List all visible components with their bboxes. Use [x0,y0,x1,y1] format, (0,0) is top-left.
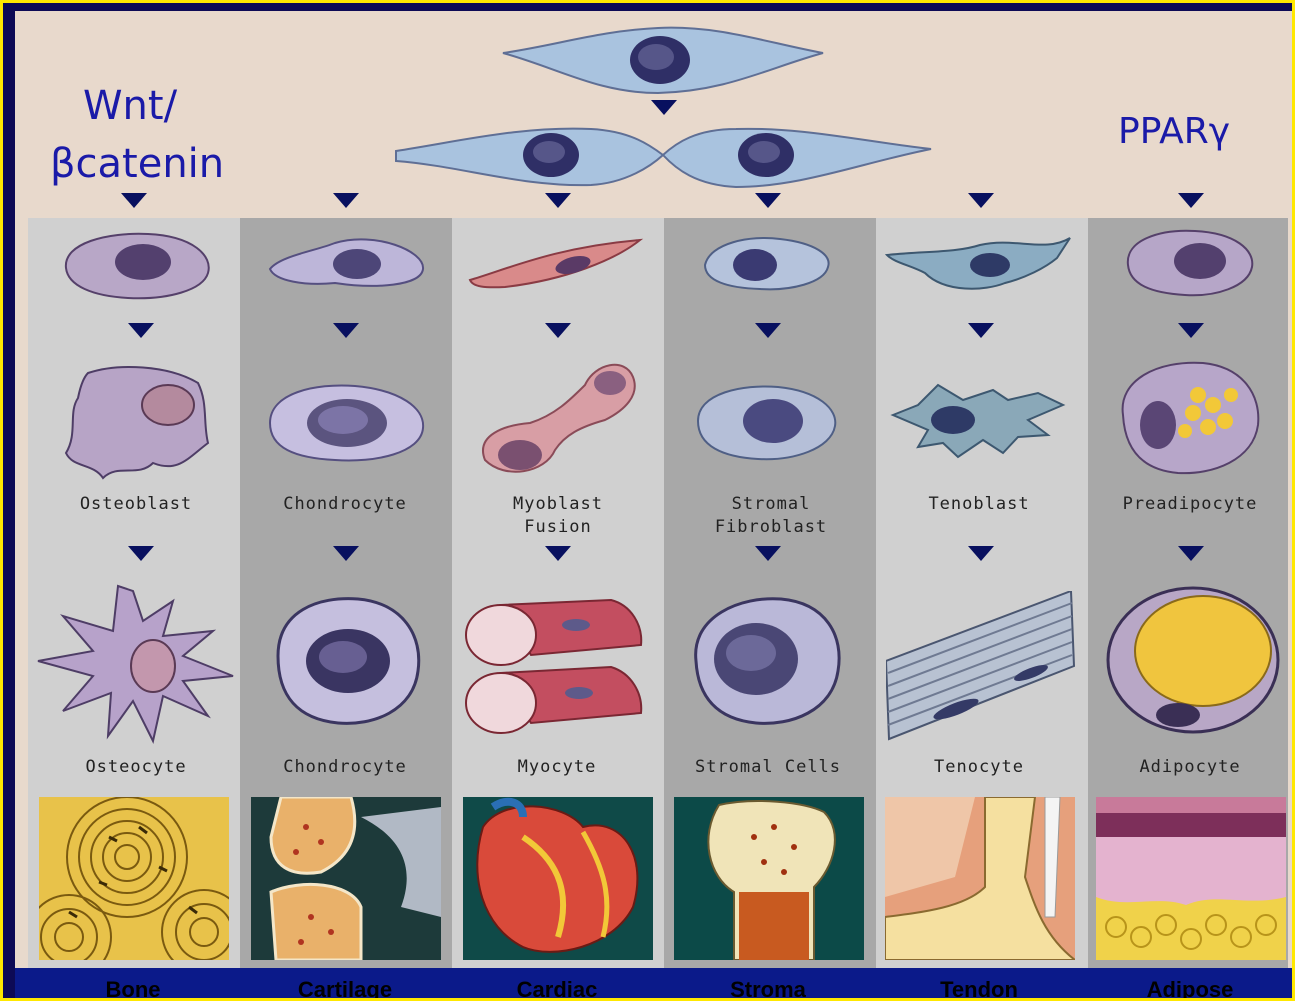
bone-tissue-image [39,797,229,960]
arrow-adipose-3 [1178,546,1204,561]
beta-catenin-label: βcatenin [50,141,224,187]
cell-cartilage-early [265,231,430,291]
label-stromal-fibroblast: Stromal Fibroblast [691,493,851,539]
arrow-cartilage-2 [333,323,359,338]
cartilage-tissue-image [251,797,441,960]
cell-cardiac-early [465,235,645,290]
tenoblast-cell [888,375,1068,465]
osteocyte-cell [33,581,238,746]
label-myocyte: Myocyte [457,756,657,779]
ppar-gamma-label: PPARγ [1118,111,1230,152]
arrow-bone-2 [128,323,154,338]
stromal-cell [686,591,846,731]
label-osteoblast: Osteoblast [36,493,236,516]
top-frame [15,3,1292,11]
arrow-cardiac-3 [545,546,571,561]
dividing-cells [391,121,936,191]
arrow-tendon-2 [968,323,994,338]
label-adipocyte: Adipocyte [1090,756,1290,779]
label-bone: Bone [33,977,233,1001]
arrow-adipose-1 [1178,193,1204,208]
arrow-stem-division [651,100,677,115]
arrow-bone-3 [128,546,154,561]
arrow-bone-1 [121,193,147,208]
label-adipose: Adipose [1090,977,1290,1001]
tenocyte-cell [886,591,1076,741]
arrow-tendon-1 [968,193,994,208]
arrow-cardiac-1 [545,193,571,208]
label-preadipocyte: Preadipocyte [1090,493,1290,516]
label-cartilage: Cartilage [245,977,445,1001]
label-tenocyte: Tenocyte [879,756,1079,779]
adipocyte-cell [1103,585,1283,735]
label-stroma: Stroma [668,977,868,1001]
cell-tendon-early [885,233,1075,298]
label-tenoblast: Tenoblast [879,493,1079,516]
stem-cell [498,23,828,98]
cell-stroma-early [700,233,835,293]
label-myoblast-fusion: Myoblast Fusion [478,493,638,539]
myoblast-fusion-cell [475,355,645,485]
left-frame [3,3,15,1001]
label-chondrocyte-progenitor: Chondrocyte [245,493,445,516]
label-stromal-cells: Stromal Cells [668,756,868,779]
arrow-adipose-2 [1178,323,1204,338]
arrow-cartilage-3 [333,546,359,561]
stroma-tissue-image [674,797,864,960]
preadipocyte-cell [1113,355,1263,480]
adipose-tissue-image [1096,797,1286,960]
label-cardiac: Cardiac [457,977,657,1001]
arrow-stroma-1 [755,193,781,208]
chondrocyte-cell-2 [268,591,428,731]
cardiac-tissue-image [463,797,653,960]
label-chondrocyte: Chondrocyte [245,756,445,779]
label-osteocyte: Osteocyte [36,756,236,779]
arrow-stroma-3 [755,546,781,561]
tendon-tissue-image [885,797,1075,960]
arrow-tendon-3 [968,546,994,561]
arrow-cartilage-1 [333,193,359,208]
wnt-label: Wnt/ [83,83,177,129]
arrow-cardiac-2 [545,323,571,338]
stromal-fibroblast-cell [693,381,843,466]
label-tendon: Tendon [879,977,1079,1001]
cell-bone-early [58,228,218,303]
arrow-stroma-2 [755,323,781,338]
osteoblast-cell [58,363,218,483]
chondrocyte-cell-1 [265,378,430,468]
myocyte-cell [461,595,651,740]
cell-adipose-early [1120,225,1260,300]
